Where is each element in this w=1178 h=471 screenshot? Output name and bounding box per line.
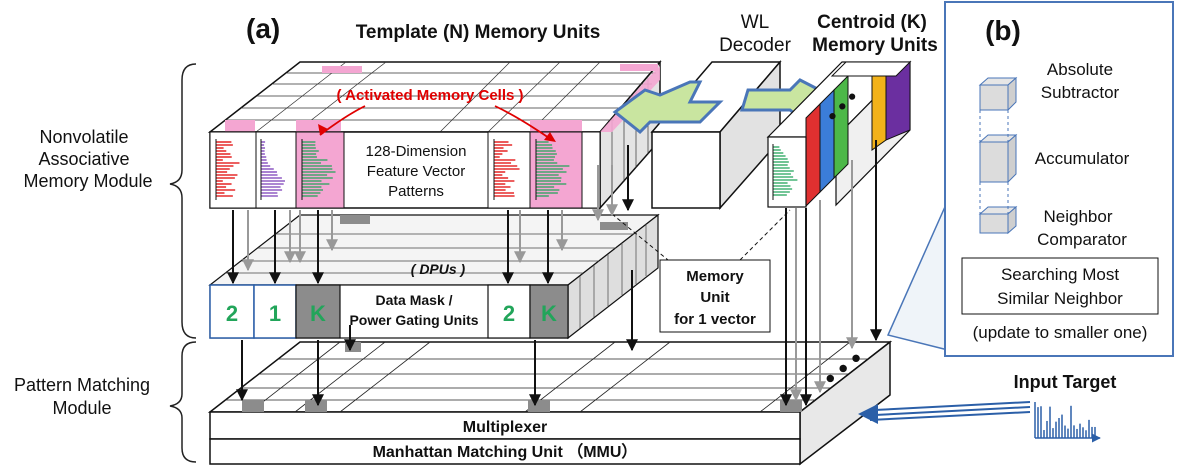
dpu-label-k: K (310, 301, 326, 326)
brace-matching-module (169, 341, 197, 463)
template-memory-block: 128-Dimension Feature Vector Patterns ( … (207, 59, 662, 210)
absolute-label-2: Subtractor (1041, 83, 1120, 102)
searching-label-1: Searching Most (1001, 265, 1119, 284)
absolute-label-1: Absolute (1047, 60, 1113, 79)
accumulator-cube (978, 133, 1018, 184)
data-flow-arrows (227, 140, 882, 407)
centroid-memory-block: • • • (766, 60, 912, 208)
histogram-purple (260, 139, 285, 200)
panel-b-label: (b) (985, 15, 1021, 46)
histogram-centroid (772, 144, 798, 200)
panel-a-label: (a) (246, 13, 280, 44)
template-title: Template (N) Memory Units (356, 22, 601, 43)
module-label-memory-2: Associative (38, 149, 129, 169)
searching-label-2: Similar Neighbor (997, 289, 1123, 308)
dpu-label-1: 1 (269, 301, 281, 326)
update-note: (update to smaller one) (973, 323, 1148, 342)
memory-unit-label-3: for 1 vector (674, 311, 756, 328)
neighbor-comparator-cube (978, 205, 1018, 235)
absolute-subtractor-cube (978, 76, 1018, 112)
wl-decoder-block (650, 59, 782, 210)
histogram-green-1 (301, 139, 336, 200)
memory-unit-callout (659, 259, 771, 333)
histogram-red-2 (493, 139, 520, 200)
mmu-label: Manhattan Matching Unit （MMU） (373, 443, 638, 461)
memory-unit-leader-2 (739, 209, 791, 261)
dpu-cell-kb (529, 284, 569, 339)
dpu-cell-k (295, 284, 341, 339)
mmu-block: • • • Multiplexer Manhattan Matching Uni… (207, 340, 893, 466)
feature-label-1: 128-Dimension (366, 143, 467, 160)
module-label-matching-1: Pattern Matching (14, 375, 150, 395)
accumulator-label: Accumulator (1035, 149, 1130, 168)
histogram-red-1 (215, 139, 240, 200)
dpu-layer: 2 1 K 2 K ( DPUs ) Data Mask / Power Gat… (208, 213, 660, 340)
centroid-title-1: Centroid (K) (817, 12, 927, 33)
input-target-histogram (1034, 402, 1101, 443)
data-mask-label-1: Data Mask / (375, 292, 452, 308)
input-target-label: Input Target (1014, 372, 1117, 392)
centroid-title-2: Memory Units (812, 35, 938, 56)
activated-arrow-left (319, 105, 366, 136)
neighbor-label-2: Comparator (1037, 230, 1127, 249)
memory-unit-label-1: Memory (686, 268, 744, 285)
memory-unit-label-2: Unit (700, 289, 729, 306)
data-mask-label-2: Power Gating Units (349, 312, 478, 328)
feature-label-2: Feature Vector (367, 163, 465, 180)
module-label-matching-2: Module (52, 398, 111, 418)
multiplexer-label: Multiplexer (463, 419, 547, 436)
searching-box (961, 257, 1159, 315)
dpu-label-2: 2 (226, 301, 238, 326)
input-arrow (858, 401, 1031, 424)
brace-memory-module (169, 63, 197, 339)
feature-label-3: Patterns (388, 183, 444, 200)
panel-b-connector (886, 199, 949, 351)
dpu-cell-2b (487, 284, 531, 339)
neighbor-label-1: Neighbor (1044, 207, 1113, 226)
dpus-label: ( DPUs ) (411, 261, 466, 277)
dpu-label-kb: K (541, 301, 557, 326)
activated-cells-label: ( Activated Memory Cells ) (337, 87, 524, 104)
dpu-label-2b: 2 (503, 301, 515, 326)
module-label-memory-3: Memory Module (23, 171, 152, 191)
memory-unit-leader-1 (611, 213, 669, 261)
cube-connectors (979, 110, 1009, 214)
dpu-cell-2 (209, 284, 255, 339)
decoder-arrow-left (612, 80, 724, 135)
wl-decoder-title-2: Decoder (719, 35, 791, 56)
module-label-memory-1: Nonvolatile (39, 127, 128, 147)
wl-decoder-title-1: WL (741, 12, 770, 33)
histogram-green-2 (535, 139, 570, 200)
activated-arrow-right (494, 105, 553, 141)
